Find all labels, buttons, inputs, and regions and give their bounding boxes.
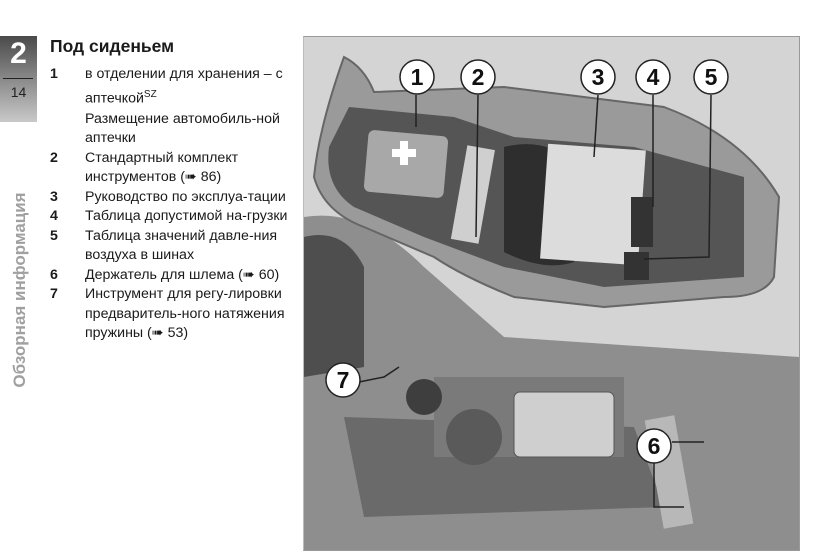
item-text: Инструмент для регу-лировки предваритель… [85,286,285,342]
item-note: Размещение автомобиль-ной аптечки [85,110,280,147]
item-text: Руководство по эксплуа-тации [85,188,286,205]
item-text: Таблица значений давле-ния воздуха в шин… [85,227,278,264]
list-item: 2 Стандартный комплект инструментов (➠ 86… [50,149,290,188]
callout-1 [399,59,435,95]
callout-2 [460,59,496,95]
item-number: 3 [50,188,58,205]
list-item: 5 Таблица значений давле-ния воздуха в ши… [50,227,290,266]
callout-4 [635,59,671,95]
page-title: Под сиденьем [50,36,175,56]
section-label: Обзорная информация [10,192,29,388]
svg-text:3: 3 [592,64,605,90]
motorcycle-drawing: 1 2 3 4 5 6 7 [304,37,799,550]
chapter-tab [0,36,37,122]
page-number: 14 [10,84,27,100]
chapter-divider [3,78,33,79]
svg-text:5: 5 [705,64,718,90]
list-item: 7 Инструмент для регу-лировки предварител… [50,285,290,344]
callout-5 [693,59,729,95]
chapter-number: 2 [10,37,27,70]
callout-6 [636,428,672,464]
svg-text:4: 4 [647,64,660,90]
callout-3 [580,59,616,95]
item-text: Стандартный комплект инструментов (➠ 86) [85,149,239,186]
list-item: 3 Руководство по эксплуа-тации [50,188,290,208]
under-seat-illustration: 1 2 3 4 5 6 7 [303,36,800,551]
item-number: 2 [50,149,58,166]
item-superscript: SZ [143,88,157,100]
list-item: 1 в отделении для хранения – с аптечкойSZ… [50,65,290,149]
item-number: 6 [50,266,58,283]
item-number: 1 [50,66,58,82]
item-text: в отделении для хранения – с аптечкой [85,66,283,107]
svg-text:2: 2 [472,64,485,90]
list-item: 4 Таблица допустимой на-грузки [50,207,290,227]
item-text: Таблица допустимой на-грузки [85,208,288,225]
callout-7 [325,362,361,398]
svg-text:7: 7 [337,367,350,393]
item-list: 1 в отделении для хранения – с аптечкойSZ… [50,65,290,344]
item-text: Держатель для шлема (➠ 60) [85,266,280,283]
svg-text:1: 1 [411,64,424,90]
svg-text:6: 6 [648,433,661,459]
item-number: 4 [50,208,58,225]
list-item: 6 Держатель для шлема (➠ 60) [50,266,290,286]
item-number: 7 [50,286,58,303]
item-number: 5 [50,227,58,244]
